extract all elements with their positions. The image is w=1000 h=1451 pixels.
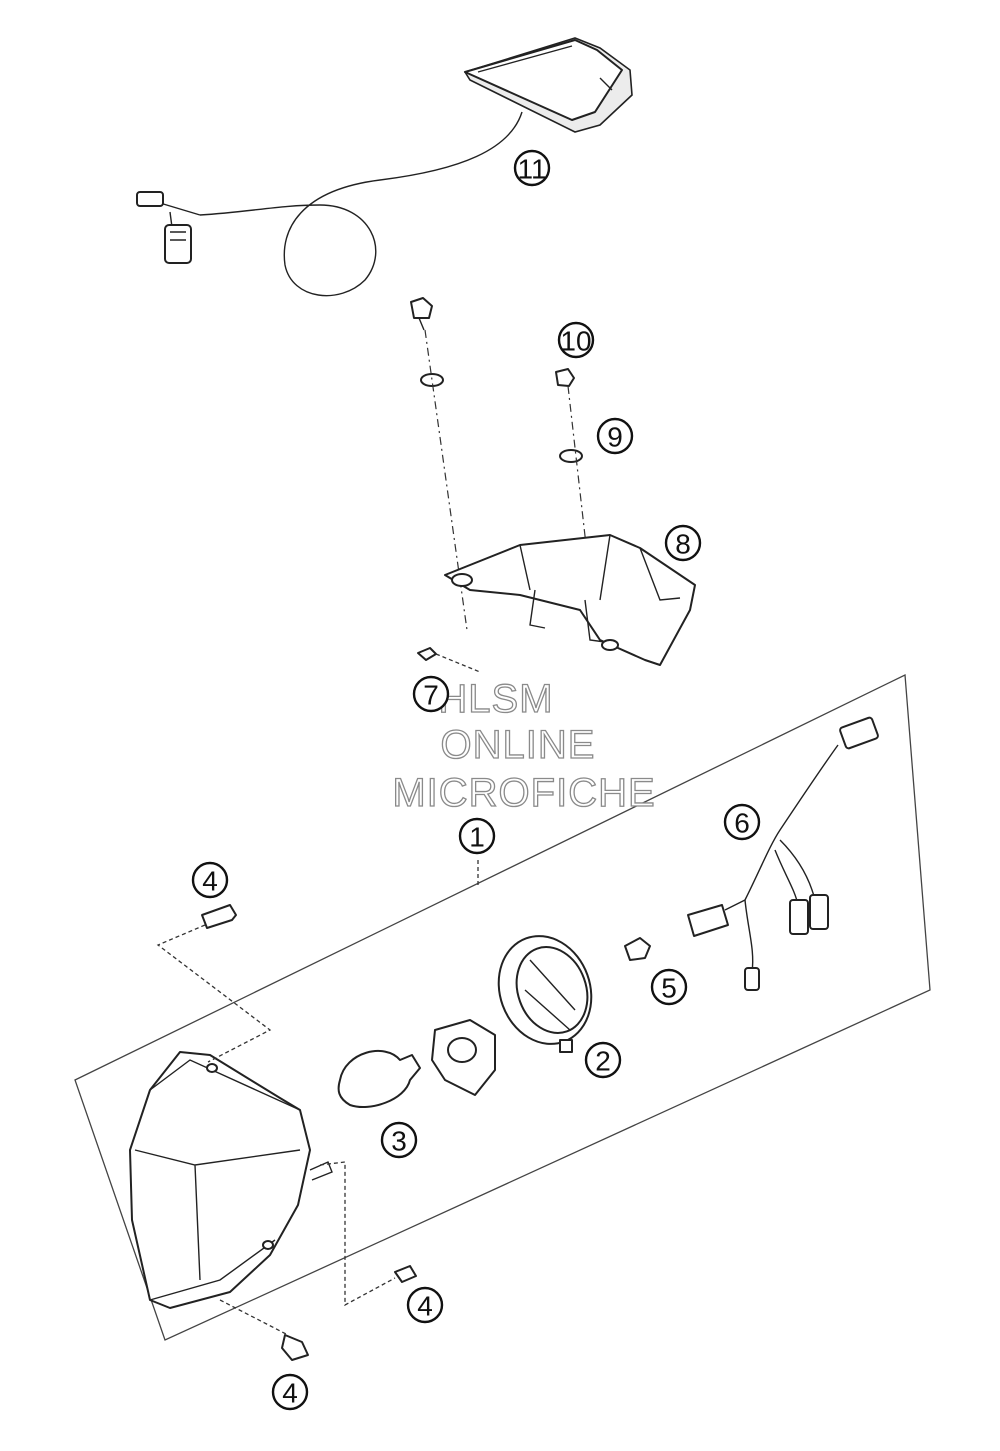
parking-bulb: [624, 937, 651, 961]
callout-10-label: 10: [560, 326, 591, 357]
callout-3: 3: [380, 1121, 418, 1159]
callout-9-label: 9: [607, 422, 623, 453]
housing-screws: [156, 904, 417, 1361]
callout-3-label: 3: [391, 1126, 407, 1157]
bulb-holder: [431, 1019, 496, 1096]
callout-7-label: 7: [423, 680, 439, 711]
headlight-housing: [129, 1051, 333, 1309]
callout-10: 10: [557, 321, 595, 359]
callout-5-label: 5: [661, 973, 677, 1004]
callout-1-label: 1: [469, 822, 485, 853]
callout-4-right: 4: [406, 1286, 444, 1324]
wiring-harness: [687, 716, 879, 991]
reflector-ring: [497, 935, 593, 1053]
watermark-line-1: HLSM: [438, 677, 553, 721]
callout-4-top-label: 4: [202, 866, 218, 897]
callout-6: 6: [723, 803, 761, 841]
callout-7: 7: [412, 675, 450, 713]
callout-9: 9: [596, 417, 634, 455]
callout-2-label: 2: [595, 1046, 611, 1077]
headlight-bulb: [337, 1050, 421, 1108]
callout-4-bottom: 4: [271, 1373, 309, 1411]
watermark: HLSM ONLINE MICROFICHE: [392, 676, 656, 815]
assembly-frame: [74, 673, 931, 1341]
callout-4-bottom-label: 4: [282, 1378, 298, 1409]
watermark-line-2: ONLINE: [441, 723, 596, 767]
callout-1: 1: [458, 817, 496, 855]
callout-4-top: 4: [191, 861, 229, 899]
callout-8-label: 8: [675, 529, 691, 560]
callout-2: 2: [584, 1041, 622, 1079]
callout-11-label: 11: [517, 154, 546, 185]
headlight-bracket: [444, 534, 696, 666]
callout-11: 11: [513, 149, 551, 187]
callout-5: 5: [650, 968, 688, 1006]
callout-6-label: 6: [734, 808, 750, 839]
watermark-line-3: MICROFICHE: [392, 771, 655, 815]
callout-4-right-label: 4: [417, 1291, 433, 1322]
small-screw: [417, 647, 481, 673]
speedometer-assembly: [136, 37, 633, 297]
callout-8: 8: [664, 524, 702, 562]
